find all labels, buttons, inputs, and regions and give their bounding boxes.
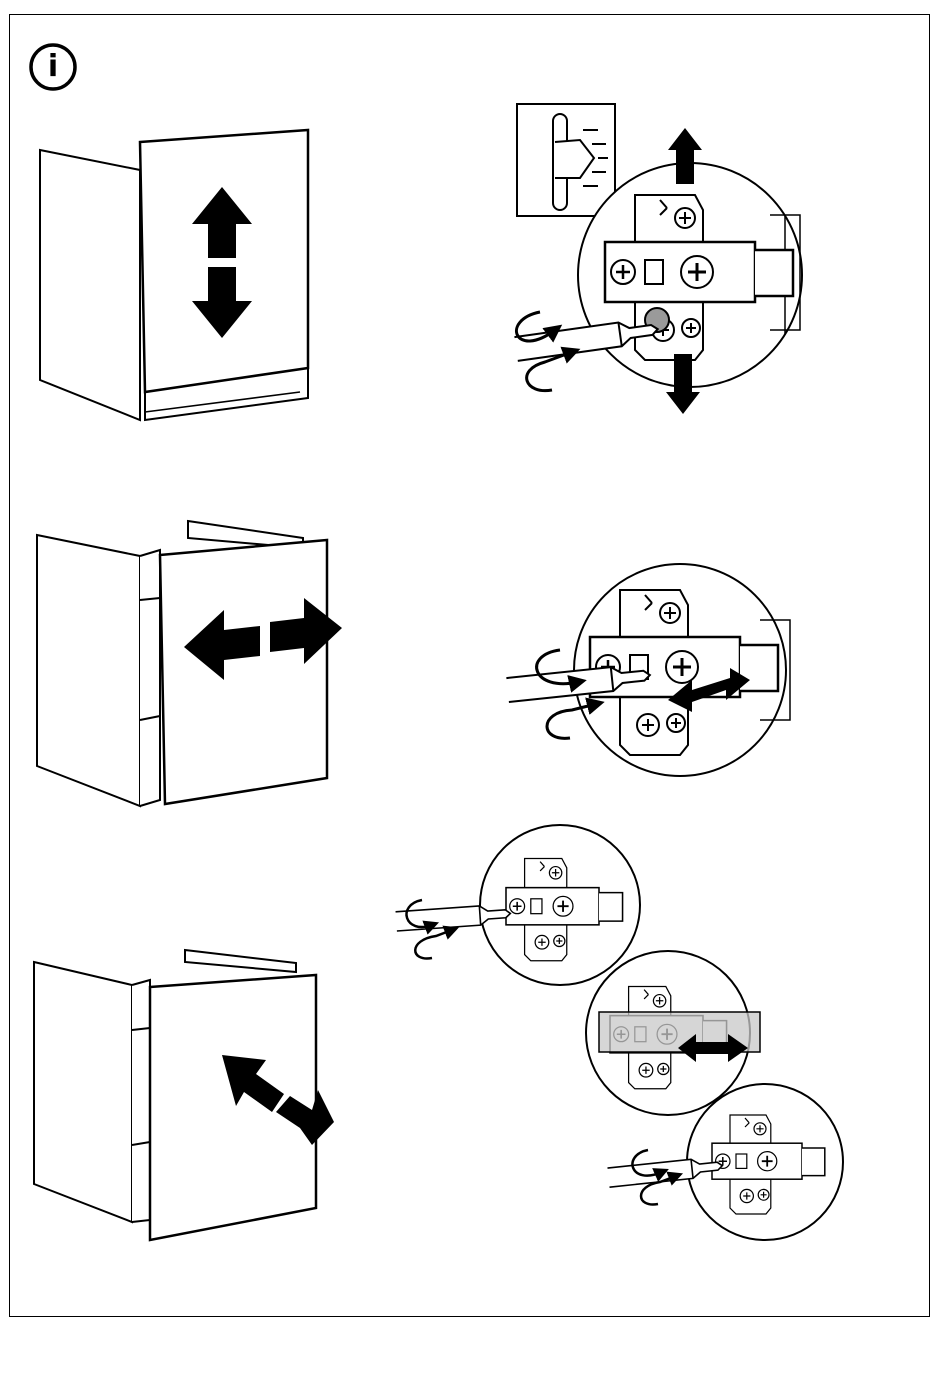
hinge-detail-step-1 <box>578 163 802 387</box>
cabinet-step-1 <box>40 130 308 420</box>
cabinet-step-2 <box>37 521 327 806</box>
scale-marker-icon <box>517 104 615 216</box>
hinge-detail-step-3c <box>687 1084 843 1240</box>
hinge-detail-step-3a <box>480 825 640 985</box>
